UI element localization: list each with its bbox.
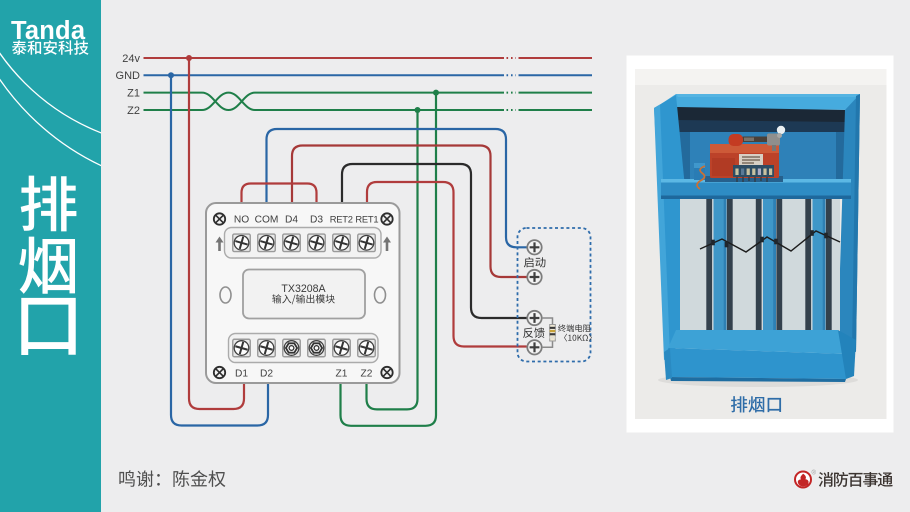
svg-text:24v: 24v [122, 53, 140, 65]
svg-text:RET2: RET2 [330, 214, 353, 225]
svg-text:D3: D3 [310, 215, 323, 226]
svg-text:COM: COM [255, 215, 279, 226]
svg-text:GND: GND [116, 70, 141, 82]
svg-text:®: ® [812, 470, 817, 477]
svg-text:Tanda: Tanda [11, 17, 86, 45]
svg-text:Z2: Z2 [361, 369, 373, 380]
svg-text:NO: NO [234, 215, 249, 226]
svg-text:RET1: RET1 [355, 214, 378, 225]
svg-text:D1: D1 [235, 369, 248, 380]
svg-text:D4: D4 [285, 215, 298, 226]
svg-text:Z1: Z1 [127, 88, 140, 100]
svg-text:D2: D2 [260, 369, 273, 380]
svg-text:TX3208A: TX3208A [281, 283, 326, 295]
svg-text:Z2: Z2 [127, 105, 140, 117]
svg-text:Z1: Z1 [336, 369, 348, 380]
